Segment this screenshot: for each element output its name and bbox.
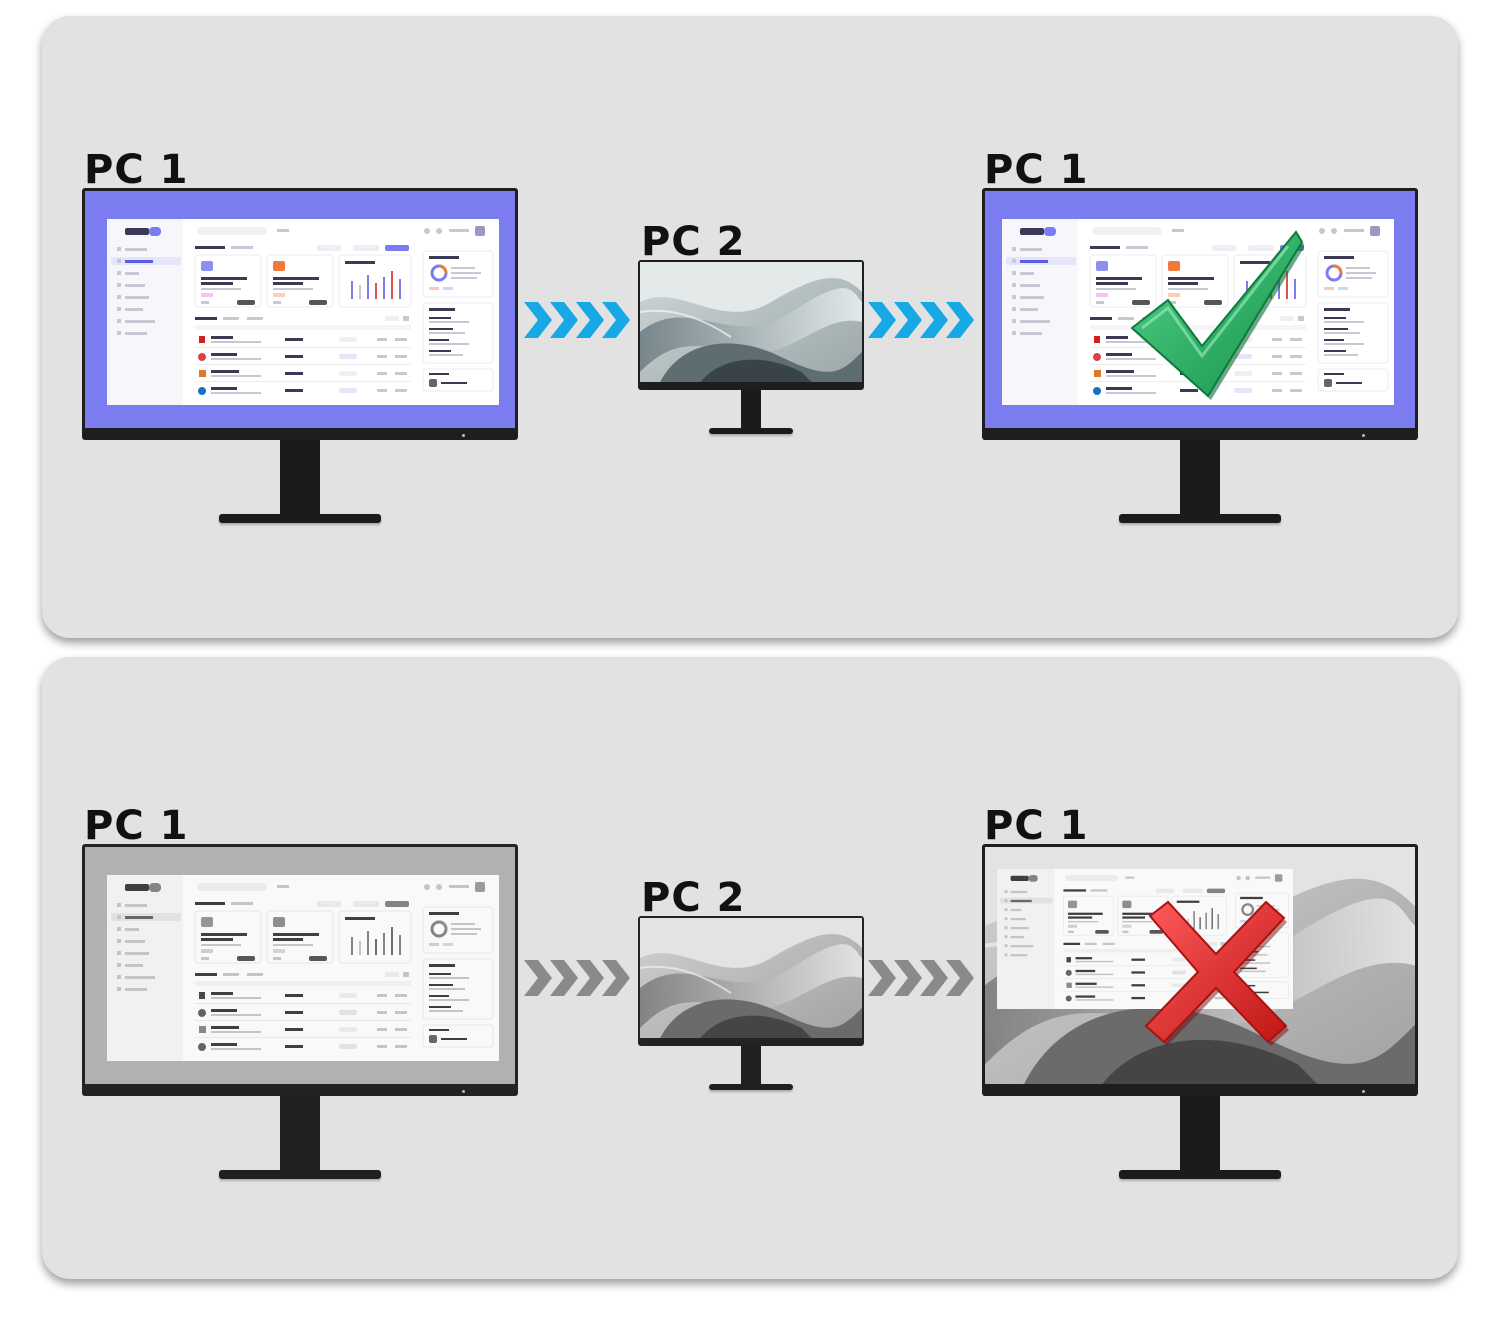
green-check-icon	[1130, 230, 1304, 400]
gray-chevron-arrows-icon	[524, 958, 634, 998]
pc1-result-label: PC 1	[984, 803, 1089, 849]
pc1-result-monitor	[982, 188, 1418, 524]
pc1-source-label: PC 1	[84, 803, 189, 849]
pc2-monitor	[638, 260, 864, 435]
pc2-label: PC 2	[641, 219, 746, 265]
blue-chevron-arrows-icon	[868, 300, 978, 340]
pc1-result-monitor-gray	[982, 844, 1418, 1180]
dashboard-thumbnail	[107, 219, 499, 405]
pc1-source-monitor	[82, 188, 518, 524]
pc1-source-monitor-gray	[82, 844, 518, 1180]
pc2-label: PC 2	[641, 875, 746, 921]
pc1-source-label: PC 1	[84, 147, 189, 193]
pc2-monitor-gray	[638, 916, 864, 1091]
pc1-source-screen	[85, 847, 515, 1084]
pc1-source-screen	[85, 191, 515, 428]
dashboard-thumbnail	[107, 875, 499, 1061]
pc2-wallpaper	[640, 262, 862, 382]
pc2-wallpaper	[640, 918, 862, 1038]
blue-chevron-arrows-icon	[524, 300, 634, 340]
gray-chevron-arrows-icon	[868, 958, 978, 998]
red-x-icon	[1144, 900, 1289, 1046]
pc1-result-label: PC 1	[984, 147, 1089, 193]
